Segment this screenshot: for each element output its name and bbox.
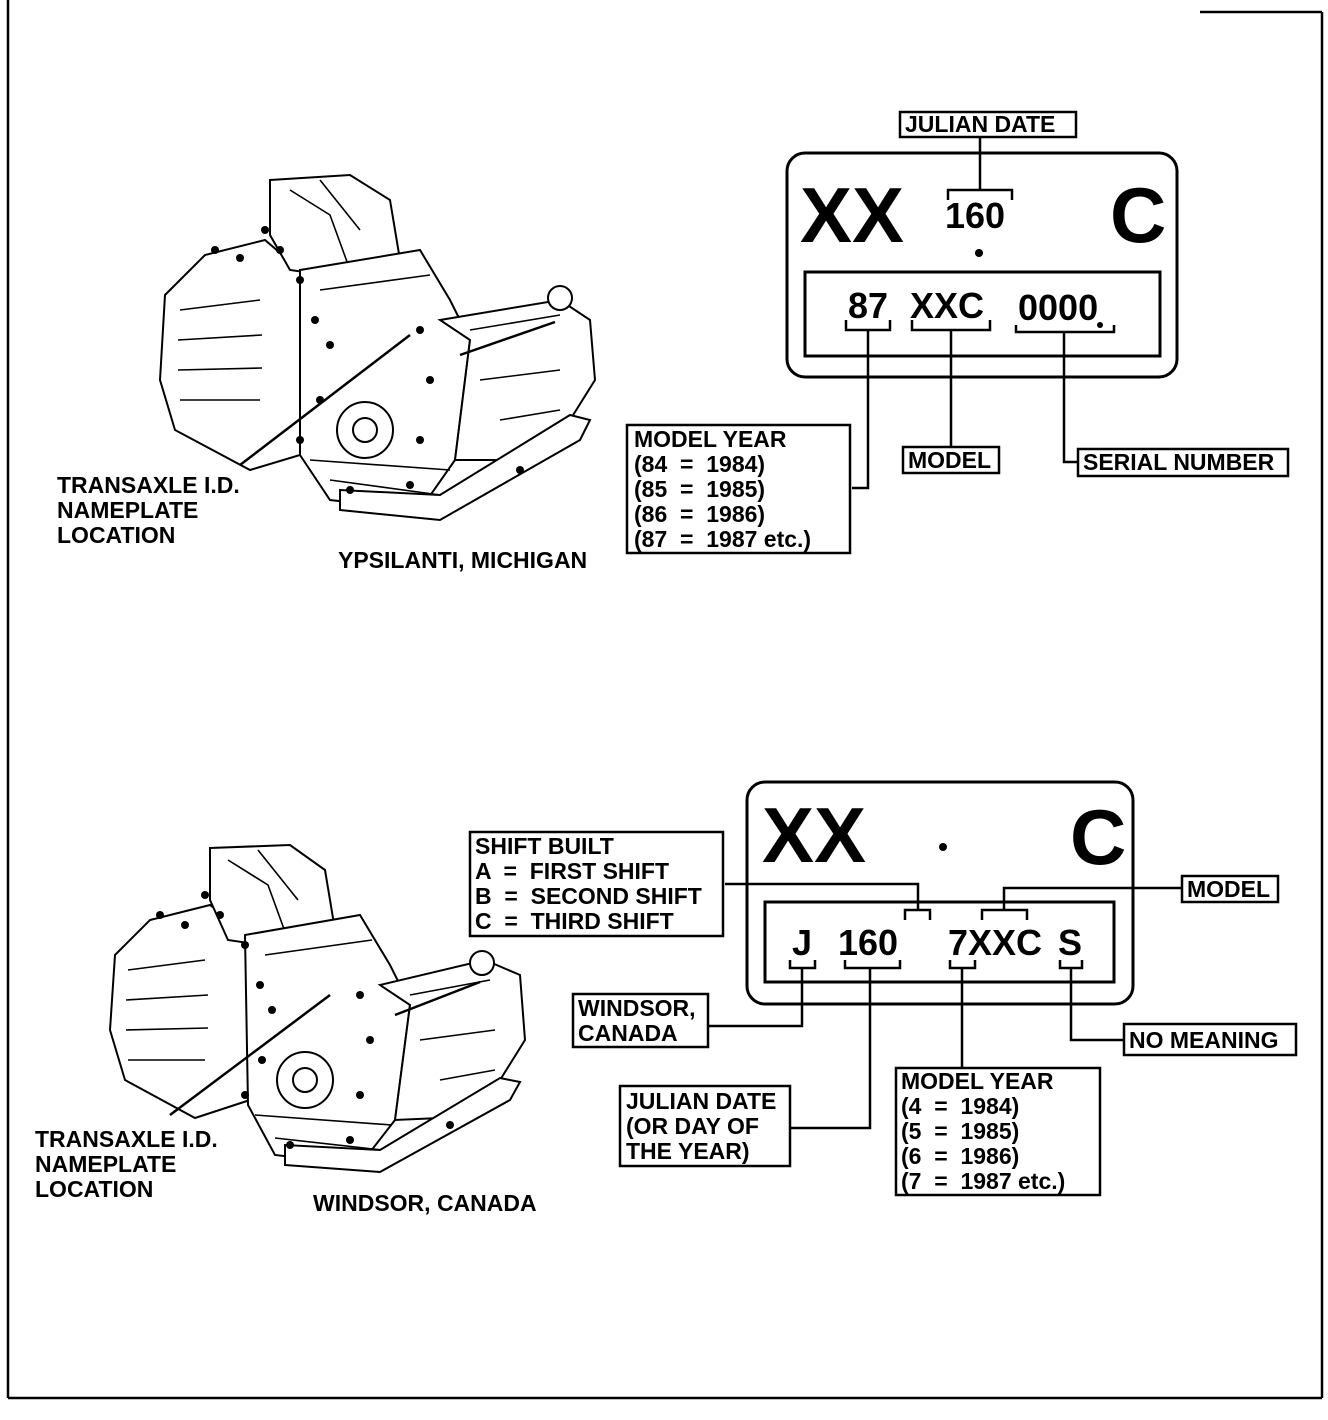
callout-model-year-bottom: MODEL YEAR (4 = 1984) (5 = 1985) (6 = 19… bbox=[894, 1066, 1102, 1197]
plate-dot bbox=[939, 843, 947, 851]
nameplate-label-line: NAMEPLATE bbox=[35, 1151, 176, 1177]
svg-text:(4 = 1984): (4 = 1984) bbox=[901, 1093, 1019, 1119]
svg-text:(6 = 1986): (6 = 1986) bbox=[901, 1143, 1019, 1169]
plate-inner-row bbox=[763, 900, 1116, 984]
callout-julian-date-top: JULIAN DATE bbox=[898, 110, 1078, 139]
callout-no-meaning: NO MEANING bbox=[1122, 1022, 1298, 1057]
nameplate-ypsilanti: XX C 160 87 XXC 0000 bbox=[785, 151, 1179, 379]
svg-text:(84 = 1984): (84 = 1984) bbox=[634, 451, 765, 477]
plate-code-no-meaning: S bbox=[1058, 922, 1082, 963]
plate-inner-row bbox=[803, 270, 1162, 358]
svg-text:(85 = 1985): (85 = 1985) bbox=[634, 476, 765, 502]
plate-dot bbox=[975, 249, 983, 257]
svg-text:A = FIRST SHIFT: A = FIRST SHIFT bbox=[475, 858, 669, 884]
plate-big-code-left: XX bbox=[800, 171, 904, 259]
plate-big-code-left: XX bbox=[762, 791, 866, 879]
svg-text:NO MEANING: NO MEANING bbox=[1129, 1027, 1279, 1053]
svg-text:(5 = 1985): (5 = 1985) bbox=[901, 1118, 1019, 1144]
plate-big-code-right: C bbox=[1070, 793, 1126, 881]
svg-text:WINDSOR,: WINDSOR, bbox=[578, 995, 696, 1021]
svg-text:C = THIRD SHIFT: C = THIRD SHIFT bbox=[475, 908, 674, 934]
nameplate-label-line: LOCATION bbox=[57, 522, 175, 548]
plate-code-serial: 0000 bbox=[1018, 287, 1098, 328]
leader-lines-top bbox=[844, 137, 1116, 490]
page-frame bbox=[6, 0, 1324, 1400]
nameplate-label-line: LOCATION bbox=[35, 1176, 153, 1202]
nameplate-label-line: NAMEPLATE bbox=[57, 497, 198, 523]
location-caption-windsor: WINDSOR, CANADA bbox=[313, 1190, 537, 1216]
plate-dot bbox=[1097, 322, 1103, 328]
callout-model-year-top: MODEL YEAR (84 = 1984) (85 = 1985) (86 =… bbox=[625, 423, 852, 555]
svg-text:SHIFT BUILT: SHIFT BUILT bbox=[475, 833, 614, 859]
transaxle-drawing-windsor bbox=[108, 843, 527, 1174]
svg-text:(OR DAY OF: (OR DAY OF bbox=[626, 1113, 759, 1139]
svg-text:B = SECOND SHIFT: B = SECOND SHIFT bbox=[475, 883, 702, 909]
plate-code-julian-date: 160 bbox=[838, 922, 898, 963]
nameplate-location-label-bottom: TRANSAXLE I.D. NAMEPLATE LOCATION bbox=[35, 1126, 218, 1202]
svg-text:(7 = 1987 etc.): (7 = 1987 etc.) bbox=[901, 1168, 1065, 1194]
transaxle-drawing-ypsilanti bbox=[158, 173, 597, 522]
location-caption-ypsilanti: YPSILANTI, MICHIGAN bbox=[338, 547, 587, 573]
svg-text:MODEL YEAR: MODEL YEAR bbox=[901, 1068, 1054, 1094]
svg-text:JULIAN DATE: JULIAN DATE bbox=[626, 1088, 776, 1114]
callout-model-top: MODEL bbox=[901, 445, 1001, 475]
plate-big-code-right: C bbox=[1110, 171, 1166, 259]
svg-text:(87 = 1987 etc.): (87 = 1987 etc.) bbox=[634, 526, 811, 552]
plate-code-model: XXC bbox=[910, 285, 984, 326]
callout-model-bottom: MODEL bbox=[1180, 874, 1280, 904]
nameplate-label-line: TRANSAXLE I.D. bbox=[35, 1126, 218, 1152]
nameplate-windsor: XX C J 160 7XXC S bbox=[745, 780, 1135, 1006]
plate-date-code: 160 bbox=[945, 195, 1005, 236]
callout-shift-built: SHIFT BUILT A = FIRST SHIFT B = SECOND S… bbox=[468, 830, 725, 938]
svg-text:(86 = 1986): (86 = 1986) bbox=[634, 501, 765, 527]
svg-text:MODEL: MODEL bbox=[908, 447, 991, 473]
nameplate-location-label-top: TRANSAXLE I.D. NAMEPLATE LOCATION bbox=[57, 472, 240, 548]
callout-windsor-canada: WINDSOR, CANADA bbox=[571, 992, 710, 1049]
svg-text:CANADA: CANADA bbox=[578, 1020, 678, 1046]
svg-text:JULIAN DATE: JULIAN DATE bbox=[905, 111, 1055, 137]
plate-code-model-year-model: 7XXC bbox=[948, 922, 1042, 963]
svg-text:MODEL: MODEL bbox=[1187, 876, 1270, 902]
callout-serial-number-top: SERIAL NUMBER bbox=[1076, 447, 1290, 478]
leader-lines-bottom bbox=[708, 882, 1182, 1130]
svg-text:SERIAL NUMBER: SERIAL NUMBER bbox=[1083, 449, 1275, 475]
svg-text:THE YEAR): THE YEAR) bbox=[626, 1138, 750, 1164]
plate-code-windsor: J bbox=[792, 922, 812, 963]
svg-text:MODEL YEAR: MODEL YEAR bbox=[634, 426, 787, 452]
callout-julian-date-bottom: JULIAN DATE (OR DAY OF THE YEAR) bbox=[618, 1084, 792, 1168]
plate-code-model-year: 87 bbox=[848, 285, 888, 326]
nameplate-label-line: TRANSAXLE I.D. bbox=[57, 472, 240, 498]
